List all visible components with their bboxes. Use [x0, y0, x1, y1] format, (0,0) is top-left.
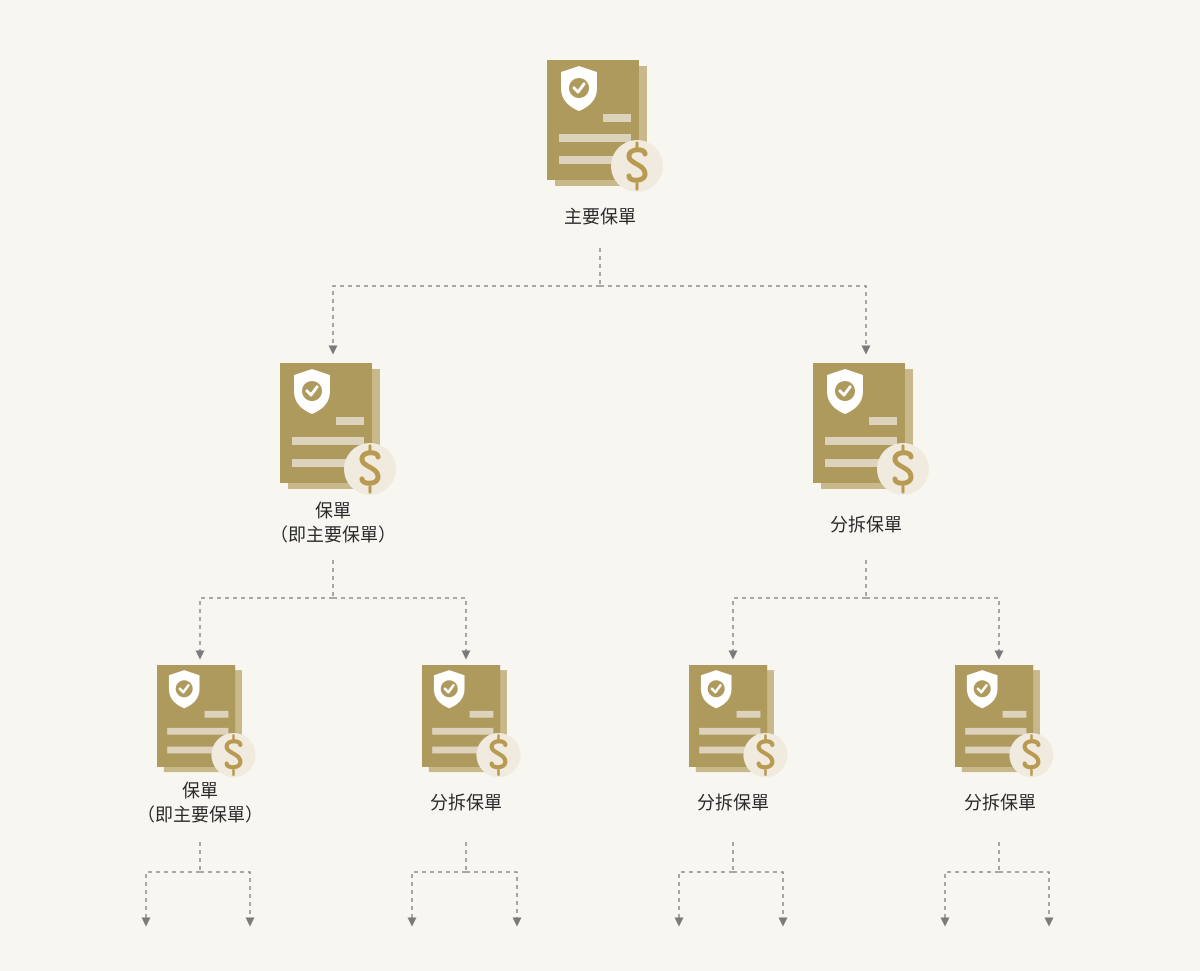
document-line [167, 746, 229, 754]
shield-check-icon [561, 66, 597, 111]
document-line [204, 710, 229, 718]
document-line [825, 459, 897, 467]
document-line [469, 710, 494, 718]
document-line [699, 746, 761, 754]
shield-check-icon [966, 670, 998, 709]
shield-check-icon [827, 369, 863, 414]
document-line [292, 459, 364, 467]
icon-level2-a [157, 665, 256, 778]
arrow-connector [407, 871, 466, 927]
arrow-connector [600, 285, 871, 355]
document-icons [157, 60, 1054, 778]
label-level2-a: 保單 （即主要保單） [137, 781, 263, 826]
dollar-badge-icon [877, 443, 929, 495]
shield-check-icon [294, 369, 330, 414]
arrow-connector [195, 597, 333, 660]
document-line [603, 114, 631, 122]
icon-level2-d [955, 665, 1054, 778]
arrow-connector [866, 597, 1004, 660]
document-line [292, 437, 364, 445]
dollar-badge-icon [1009, 733, 1054, 778]
arrow-connector [940, 871, 999, 927]
dollar-badge-icon [743, 733, 788, 778]
document-line [559, 156, 631, 164]
document-line [965, 727, 1027, 735]
arrow-connector [733, 871, 788, 927]
arrow-connector [328, 285, 600, 355]
icon-level1-right [813, 363, 929, 495]
connector-lines [141, 248, 1054, 927]
document-line [336, 417, 364, 425]
label-level2-b: 分拆保單 [430, 793, 502, 814]
arrow-connector [466, 871, 522, 927]
document-line [965, 746, 1027, 754]
label-root: 主要保單 [564, 207, 636, 228]
arrow-connector [333, 597, 471, 660]
document-line [869, 417, 897, 425]
document-line [1002, 710, 1027, 718]
shield-check-icon [168, 670, 200, 709]
arrow-connector [200, 871, 255, 927]
dollar-badge-icon [476, 733, 521, 778]
icon-level2-b [422, 665, 521, 778]
document-line [167, 727, 229, 735]
dollar-badge-icon [211, 733, 256, 778]
arrow-connector [728, 597, 866, 660]
icon-level1-left [280, 363, 396, 495]
arrow-connector [674, 871, 733, 927]
icon-level2-c [689, 665, 788, 778]
dollar-badge-icon [611, 140, 663, 192]
shield-check-icon [700, 670, 732, 709]
document-line [559, 134, 631, 142]
arrow-connector [999, 871, 1054, 927]
document-line [432, 727, 494, 735]
document-line [432, 746, 494, 754]
document-line [825, 437, 897, 445]
dollar-badge-icon [344, 443, 396, 495]
label-level2-c: 分拆保單 [697, 793, 769, 814]
document-line [736, 710, 761, 718]
label-level2-d: 分拆保單 [964, 793, 1036, 814]
label-level1-left: 保單 （即主要保單） [270, 501, 396, 546]
arrow-connector [141, 871, 200, 927]
document-line [699, 727, 761, 735]
shield-check-icon [433, 670, 465, 709]
label-level1-right: 分拆保單 [830, 515, 902, 536]
icon-root [547, 60, 663, 192]
